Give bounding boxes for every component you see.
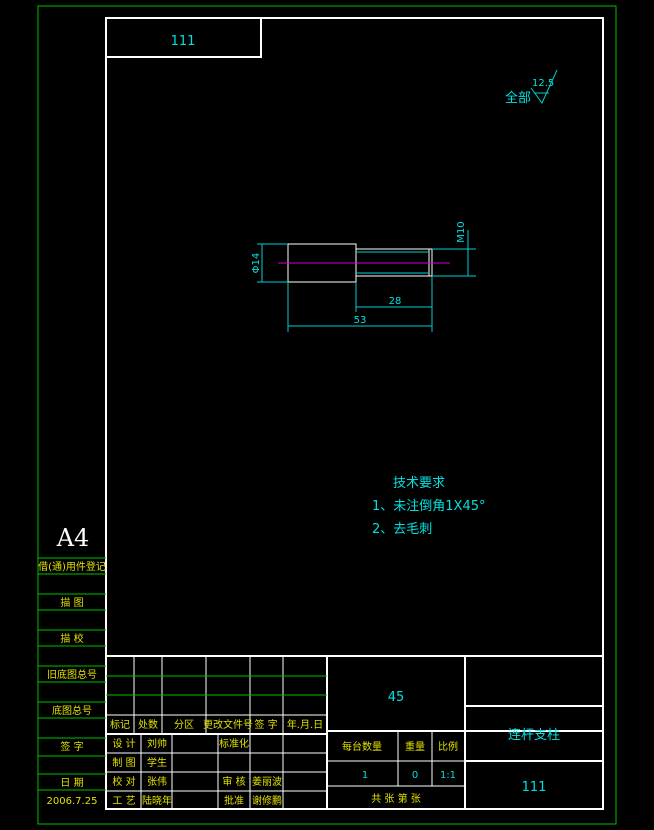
part-name: 连杆支柱 xyxy=(508,727,560,743)
strip-label-4: 旧底图总号 xyxy=(47,668,97,681)
rev-header-zone: 分区 xyxy=(174,719,194,731)
col-scale: 比例 xyxy=(438,740,458,753)
approve-label: 批准 xyxy=(224,794,244,807)
strip-label-6: 签 字 xyxy=(60,740,83,753)
dim-total-length: 53 xyxy=(354,315,367,326)
check-name: 张伟 xyxy=(147,775,167,788)
design-name: 刘帅 xyxy=(147,737,167,750)
sheets-count: 共 张 第 张 xyxy=(371,792,421,805)
code-box xyxy=(105,17,262,58)
tech-req-title: 技术要求 xyxy=(393,476,445,491)
left-strip-grid xyxy=(38,557,106,791)
drawing-number: 111 xyxy=(522,780,547,795)
strip-label-7: 日 期 xyxy=(60,777,83,789)
title-block-grid xyxy=(106,655,603,809)
col-qty: 每台数量 xyxy=(342,740,382,753)
draw-label: 制 图 xyxy=(112,756,135,769)
dim-thread: M10 xyxy=(456,221,467,242)
drawing-frame xyxy=(105,17,604,810)
rev-header-sign: 签 字 xyxy=(254,718,277,731)
strip-label-1: 借(通)用件登记 xyxy=(38,560,106,573)
process-label: 工 艺 xyxy=(112,795,135,807)
strip-label-5: 底图总号 xyxy=(52,704,92,717)
dim-thread-length: 28 xyxy=(389,296,402,307)
review-label: 审 核 xyxy=(222,775,245,788)
strip-date: 2006.7.25 xyxy=(47,796,98,807)
tech-req-item-2: 2、去毛刺 xyxy=(372,522,432,537)
tech-req-item-1: 1、未注倒角1X45° xyxy=(372,499,486,514)
std-label: 标准化 xyxy=(219,737,249,750)
material: 45 xyxy=(388,690,405,705)
rev-header-count: 处数 xyxy=(138,718,158,731)
strip-label-3: 描 校 xyxy=(60,632,83,645)
roughness-prefix: 全部 xyxy=(505,90,531,106)
sheet-format: A4 xyxy=(56,524,90,552)
title-block-subgrid xyxy=(106,675,327,696)
rev-header-date: 年.月.日 xyxy=(287,718,323,731)
strip-label-2: 描 图 xyxy=(60,596,83,609)
weight-value: 0 xyxy=(412,770,418,781)
process-name: 陆晓年 xyxy=(142,794,172,807)
outer-border xyxy=(37,5,617,825)
review-name: 姜丽波 xyxy=(252,775,282,788)
roughness-symbol-icon xyxy=(530,69,558,104)
approve-name: 谢修鹏 xyxy=(252,794,282,807)
rev-header-doc: 更改文件号 xyxy=(203,718,253,731)
qty-value: 1 xyxy=(362,770,368,781)
dim-diameter: Φ14 xyxy=(251,253,262,274)
code-box-text: 111 xyxy=(171,34,196,49)
rev-header-mark: 标记 xyxy=(110,719,130,731)
design-label: 设 计 xyxy=(112,737,135,750)
roughness-value: 12.5 xyxy=(532,78,554,89)
scale-value: 1:1 xyxy=(440,770,456,781)
check-label: 校 对 xyxy=(112,775,135,788)
col-weight: 重量 xyxy=(405,740,425,753)
draw-name: 学生 xyxy=(147,756,167,769)
